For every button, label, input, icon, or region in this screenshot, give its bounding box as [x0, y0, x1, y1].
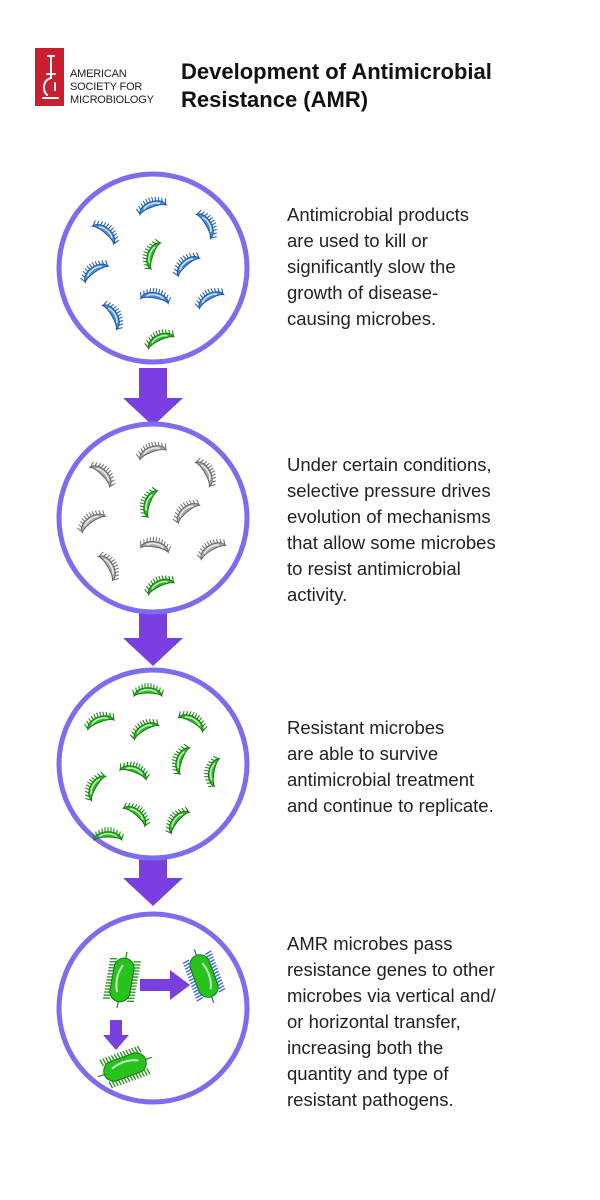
- step-4-description: AMR microbes pass resistance genes to ot…: [287, 931, 592, 1113]
- microbe-icon: [194, 209, 218, 240]
- microbe-icon: [121, 802, 151, 828]
- microbe-icon: [193, 457, 217, 488]
- text-line: are used to kill or: [287, 230, 428, 251]
- microbe-icon: [144, 575, 176, 597]
- rod-microbe-icon: [102, 951, 142, 1009]
- down-arrow-icon: [123, 368, 183, 426]
- text-line: antimicrobial treatment: [287, 769, 475, 790]
- step-2-microbes: [77, 441, 227, 597]
- microbe-icon: [96, 551, 120, 582]
- rod-microbe-icon: [182, 949, 226, 1003]
- down-arrow-icon: [123, 848, 183, 906]
- microbe-icon: [196, 538, 227, 562]
- text-line: are able to survive: [287, 743, 439, 764]
- text-line: microbes via vertical and/: [287, 985, 496, 1006]
- text-line: and continue to replicate.: [287, 795, 494, 816]
- microbe-icon: [100, 300, 124, 331]
- step-circle: [56, 667, 250, 861]
- microbe-icon: [118, 761, 150, 782]
- microbe-icon: [203, 755, 221, 788]
- title-line: Development of Antimicrobial: [181, 59, 492, 84]
- microbe-icon: [77, 510, 107, 534]
- microbe-icon: [90, 220, 120, 246]
- logo-line: AMERICAN: [70, 68, 127, 80]
- step-1-description: Antimicrobial products are used to kill …: [287, 202, 592, 332]
- microbe-icon: [129, 718, 160, 742]
- horizontal-transfer-arrow-icon: [140, 970, 190, 1000]
- page-title: Development of Antimicrobial Resistance …: [181, 58, 591, 114]
- microbe-icon: [132, 682, 164, 698]
- microbe-icon: [165, 806, 191, 836]
- step-circles: [56, 171, 250, 1105]
- microbe-icon: [88, 461, 116, 489]
- text-line: AMR microbes pass: [287, 933, 453, 954]
- text-line: to resist antimicrobial: [287, 558, 461, 579]
- microbe-icon: [177, 710, 208, 734]
- microbe-icon: [144, 329, 176, 351]
- flow-arrows: [123, 368, 183, 906]
- step-2-description: Under certain conditions, selective pres…: [287, 452, 592, 608]
- title-line: Resistance (AMR): [181, 87, 369, 112]
- text-line: Resistant microbes: [287, 717, 445, 738]
- microbe-icon: [84, 711, 116, 732]
- microbe-icon: [84, 771, 108, 802]
- text-line: increasing both the: [287, 1037, 444, 1058]
- microscope-icon: [42, 55, 59, 99]
- microbe-icon: [142, 239, 163, 271]
- microbe-icon: [136, 441, 168, 462]
- asm-logo-text: AMERICAN SOCIETY FOR MICROBIOLOGY: [70, 68, 175, 107]
- step-3-description: Resistant microbes are able to survive a…: [287, 715, 592, 819]
- text-line: growth of disease-: [287, 282, 439, 303]
- microbe-icon: [92, 826, 124, 842]
- microbe-icon: [171, 744, 192, 776]
- microbe-icon: [172, 252, 202, 278]
- step-circle: [56, 171, 250, 365]
- logo-line: SOCIETY FOR: [70, 81, 143, 93]
- text-line: significantly slow the: [287, 256, 456, 277]
- microbe-icon: [136, 196, 168, 217]
- text-line: resistance genes to other: [287, 959, 495, 980]
- rod-microbe-icon: [98, 1045, 152, 1089]
- microbe-icon: [139, 536, 172, 554]
- text-line: or horizontal transfer,: [287, 1011, 461, 1032]
- logo-line: MICROBIOLOGY: [70, 94, 154, 106]
- microbe-icon: [139, 487, 160, 519]
- text-line: Under certain conditions,: [287, 454, 492, 475]
- microbe-icon: [80, 260, 110, 284]
- text-line: quantity and type of: [287, 1063, 449, 1084]
- text-line: Antimicrobial products: [287, 204, 469, 225]
- text-line: resistant pathogens.: [287, 1089, 454, 1110]
- step-1-microbes: [80, 196, 225, 351]
- text-line: causing microbes.: [287, 308, 437, 329]
- vertical-transfer-arrow-icon: [103, 1020, 129, 1050]
- text-line: selective pressure drives: [287, 480, 491, 501]
- down-arrow-icon: [123, 608, 183, 666]
- step-4-transfer: [98, 949, 226, 1089]
- step-3-microbes: [84, 682, 221, 842]
- asm-logo-mark: [35, 48, 64, 106]
- microbe-icon: [172, 499, 202, 525]
- microbe-icon: [139, 287, 172, 305]
- microbe-icon: [194, 287, 225, 311]
- text-line: evolution of mechanisms: [287, 506, 491, 527]
- text-line: that allow some microbes: [287, 532, 496, 553]
- step-circle: [56, 911, 250, 1105]
- text-line: activity.: [287, 584, 348, 605]
